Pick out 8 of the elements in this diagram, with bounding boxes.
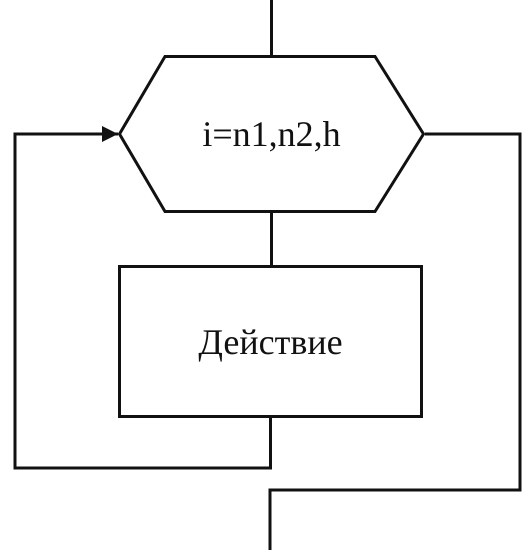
process-box [118, 265, 423, 418]
loop-hexagon [118, 55, 425, 213]
node-label: i=n1,n2,h [202, 113, 341, 155]
connector-line [268, 132, 522, 550]
node-label: Действие [198, 320, 343, 362]
connector-line [270, 213, 273, 265]
arrow [14, 126, 272, 470]
connector-line [270, 0, 273, 55]
